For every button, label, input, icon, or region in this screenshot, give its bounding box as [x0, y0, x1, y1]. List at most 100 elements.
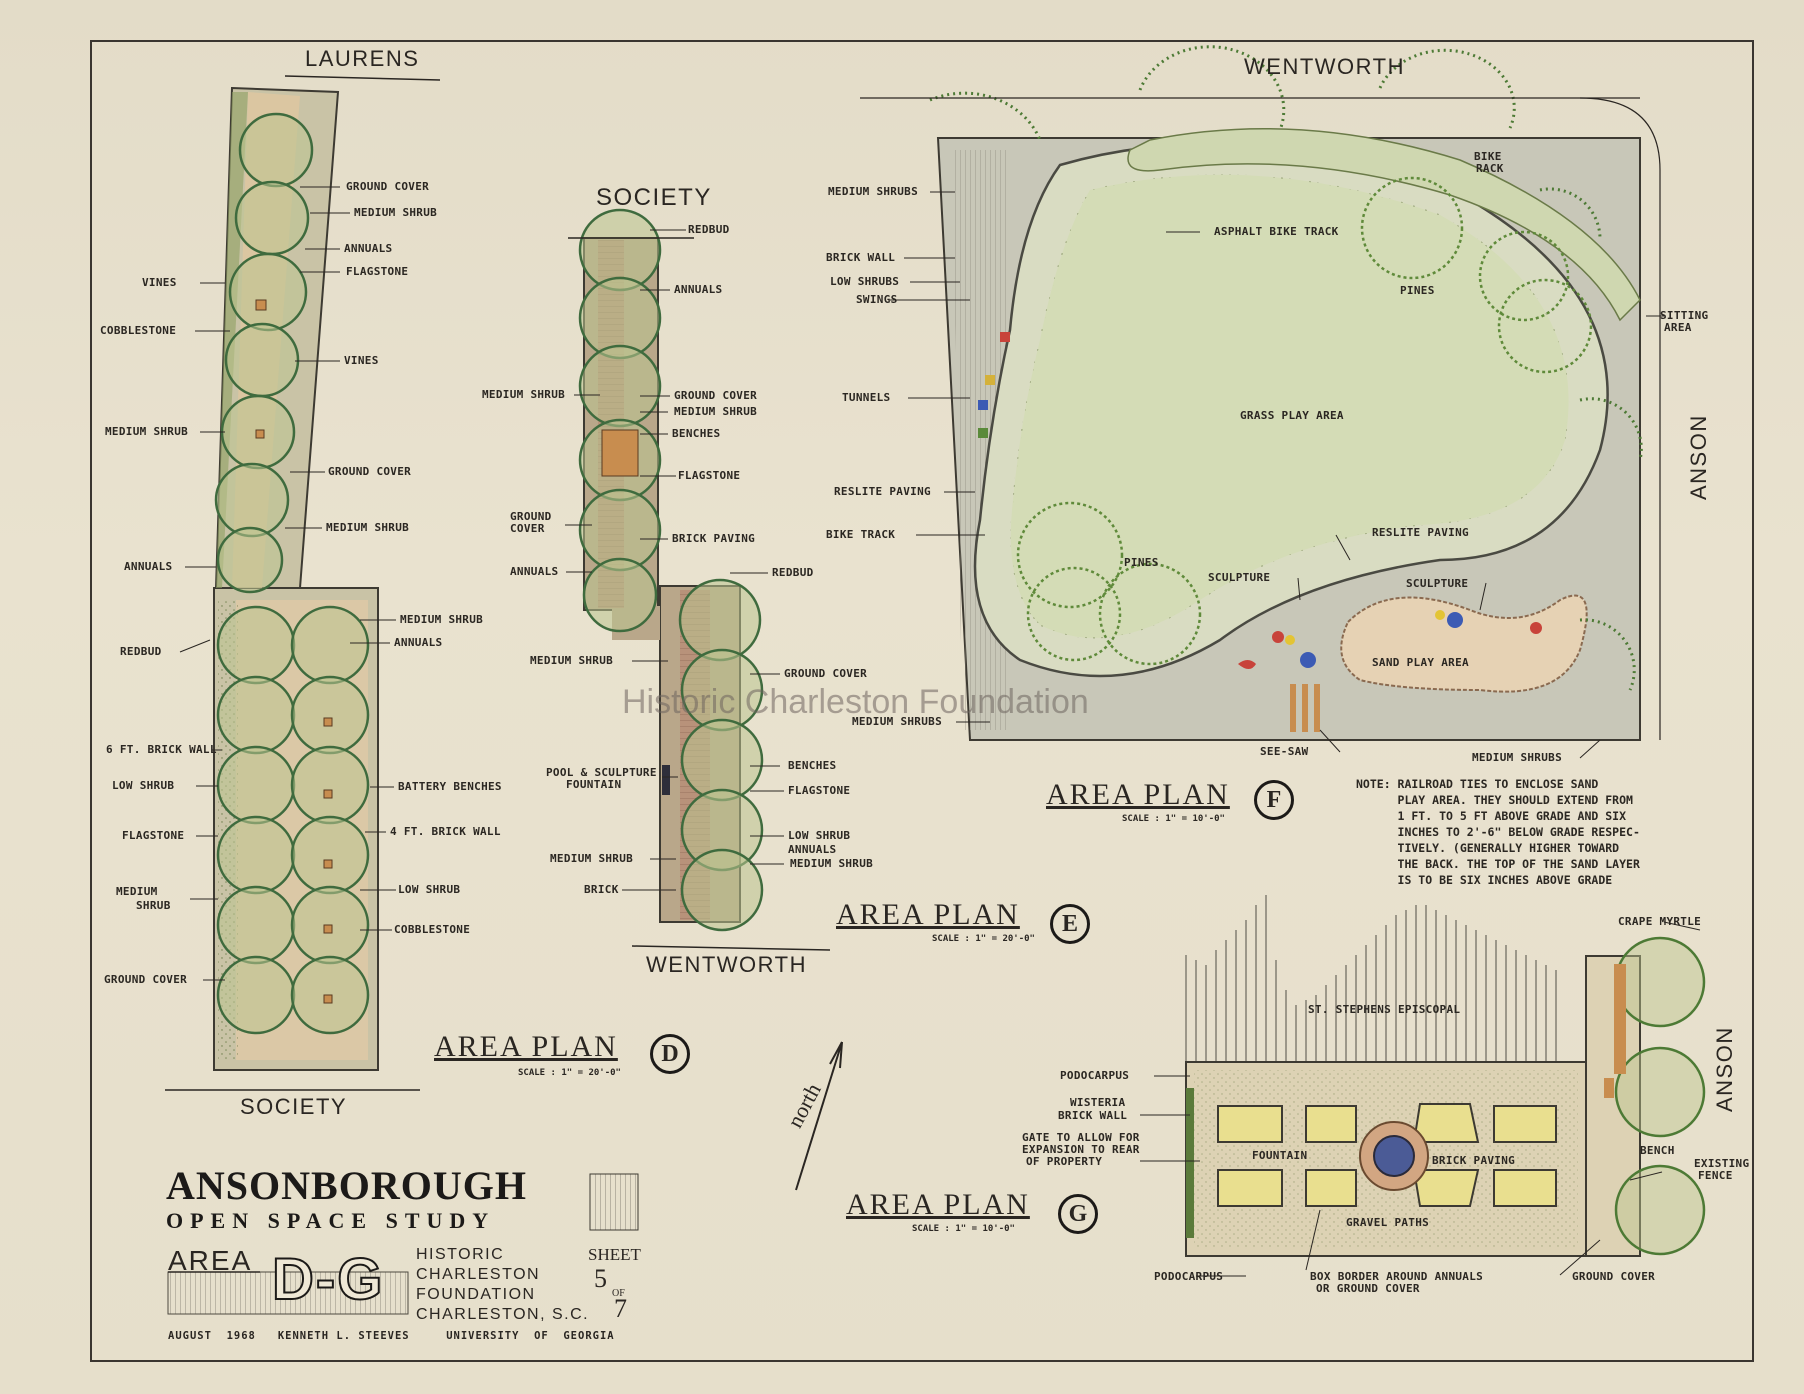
- label: POOL & SCULPTURE: [546, 766, 657, 779]
- label: REDBUD: [688, 223, 730, 236]
- label: MEDIUM SHRUB: [482, 388, 566, 401]
- label: SITTING: [1660, 309, 1709, 322]
- area-label: AREA: [168, 1245, 253, 1276]
- label: BRICK PAVING: [1432, 1154, 1516, 1167]
- sheet-title: ANSONBOROUGH: [166, 1163, 527, 1208]
- label: ST. STEPHENS EPISCOPAL: [1308, 1003, 1461, 1016]
- plan-scale-g: SCALE : 1" = 10'-0": [912, 1224, 1015, 1234]
- area-plan-f-drawing: [860, 45, 1661, 741]
- label: BOX BORDER AROUND ANNUALS: [1310, 1270, 1484, 1283]
- label: FLAGSTONE: [678, 469, 741, 482]
- label: MEDIUM SHRUBS: [828, 185, 918, 198]
- label: MEDIUM SHRUB: [530, 654, 614, 667]
- label: MEDIUM SHRUB: [674, 405, 758, 418]
- label: REDBUD: [772, 566, 814, 579]
- label: REDBUD: [120, 645, 162, 658]
- label: ANNUALS: [674, 283, 723, 296]
- label: BENCH: [1640, 1144, 1675, 1157]
- label: BIKE TRACK: [826, 528, 896, 541]
- plan-title-d: AREA PLAN: [434, 1030, 618, 1063]
- street-label-anson-f: ANSON: [1686, 414, 1711, 500]
- label: PINES: [1124, 556, 1159, 569]
- plan-letter-e: E: [1050, 904, 1090, 944]
- label: VINES: [142, 276, 177, 289]
- label: PODOCARPUS: [1154, 1270, 1224, 1283]
- label: AREA: [1664, 321, 1692, 334]
- label: GROUND COVER: [674, 389, 758, 402]
- label: FOUNTAIN: [1252, 1149, 1308, 1162]
- label: MEDIUM SHRUB: [550, 852, 634, 865]
- leader-lines: [179, 186, 1701, 1277]
- label: FOUNTAIN: [566, 778, 622, 791]
- label: ANNUALS: [394, 636, 443, 649]
- label: MEDIUM SHRUBS: [1472, 751, 1562, 764]
- label: SCULPTURE: [1208, 571, 1271, 584]
- label: PODOCARPUS: [1060, 1069, 1130, 1082]
- label: WISTERIA: [1070, 1096, 1126, 1109]
- organization-block: HISTORIC CHARLESTON FOUNDATION CHARLESTO…: [416, 1245, 589, 1325]
- label: 4 FT. BRICK WALL: [390, 825, 501, 838]
- plan-scale-f: SCALE : 1" = 10'-0": [1122, 814, 1225, 824]
- label: GROUND COVER: [346, 180, 430, 193]
- label: MEDIUM SHRUB: [790, 857, 874, 870]
- plan-letter-d: D: [650, 1034, 690, 1074]
- label: GROUND COVER: [1572, 1270, 1656, 1283]
- label: MEDIUM SHRUBS: [852, 715, 942, 728]
- label: FLAGSTONE: [788, 784, 851, 797]
- sheet-label: SHEET: [588, 1245, 641, 1264]
- label: SEE-SAW: [1260, 745, 1309, 758]
- label: EXPANSION TO REAR: [1022, 1143, 1140, 1156]
- org-line: HISTORIC: [416, 1246, 505, 1263]
- plan-letter-g: G: [1058, 1194, 1098, 1234]
- label: EXISTING: [1694, 1157, 1750, 1170]
- label: MEDIUM SHRUB: [105, 425, 189, 438]
- label: COVER: [510, 522, 545, 535]
- label: BRICK: [584, 883, 619, 896]
- label: FENCE: [1698, 1169, 1733, 1182]
- area-code: D-G: [271, 1246, 385, 1313]
- label: FLAGSTONE: [122, 829, 185, 842]
- label: GROUND COVER: [104, 973, 188, 986]
- label: ANNUALS: [344, 242, 393, 255]
- label: GROUND COVER: [328, 465, 412, 478]
- label: BRICK PAVING: [672, 532, 756, 545]
- org-line: CHARLESTON, S.C.: [416, 1306, 590, 1323]
- label: MEDIUM: [116, 885, 158, 898]
- label: GATE TO ALLOW FOR: [1022, 1131, 1140, 1144]
- plan-scale-e: SCALE : 1" = 20'-0": [932, 934, 1035, 944]
- drawing-border: [90, 40, 1754, 1362]
- street-label-wentworth-e: WENTWORTH: [646, 952, 807, 977]
- label: BRICK WALL: [1058, 1109, 1128, 1122]
- label: SWINGS: [856, 293, 898, 306]
- label: BATTERY BENCHES: [398, 780, 502, 793]
- label: COBBLESTONE: [394, 923, 471, 936]
- label: SHRUB: [136, 899, 171, 912]
- label: SAND PLAY AREA: [1372, 656, 1469, 669]
- street-label-anson-g: ANSON: [1712, 1026, 1737, 1112]
- label: 6 FT. BRICK WALL: [106, 743, 217, 756]
- plan-title-e: AREA PLAN: [836, 898, 1020, 931]
- plan-scale-d: SCALE : 1" = 20'-0": [518, 1068, 621, 1078]
- street-label-society-d: SOCIETY: [240, 1094, 348, 1119]
- sheet-number: 5: [594, 1264, 607, 1293]
- street-label-society-e: SOCIETY: [596, 184, 712, 211]
- label: FLAGSTONE: [346, 265, 409, 278]
- label: RESLITE PAVING: [834, 485, 931, 498]
- sheet-subtitle: OPEN SPACE STUDY: [166, 1208, 496, 1233]
- label: MEDIUM SHRUB: [326, 521, 410, 534]
- label: TUNNELS: [842, 391, 891, 404]
- label: BENCHES: [672, 427, 721, 440]
- watermark: Historic Charleston Foundation: [622, 683, 1089, 721]
- label: MEDIUM SHRUB: [400, 613, 484, 626]
- label: OF PROPERTY: [1026, 1155, 1103, 1168]
- label: LOW SHRUB: [788, 829, 851, 842]
- label: GRASS PLAY AREA: [1240, 409, 1344, 422]
- label: LOW SHRUBS: [830, 275, 900, 288]
- plan-letter-f: F: [1254, 780, 1294, 820]
- area-plan-e-drawing: [568, 208, 831, 951]
- org-line: CHARLESTON: [416, 1266, 541, 1283]
- label: CRAPE MYRTLE: [1618, 915, 1702, 928]
- org-line: FOUNDATION: [416, 1286, 536, 1303]
- label: MEDIUM SHRUB: [354, 206, 438, 219]
